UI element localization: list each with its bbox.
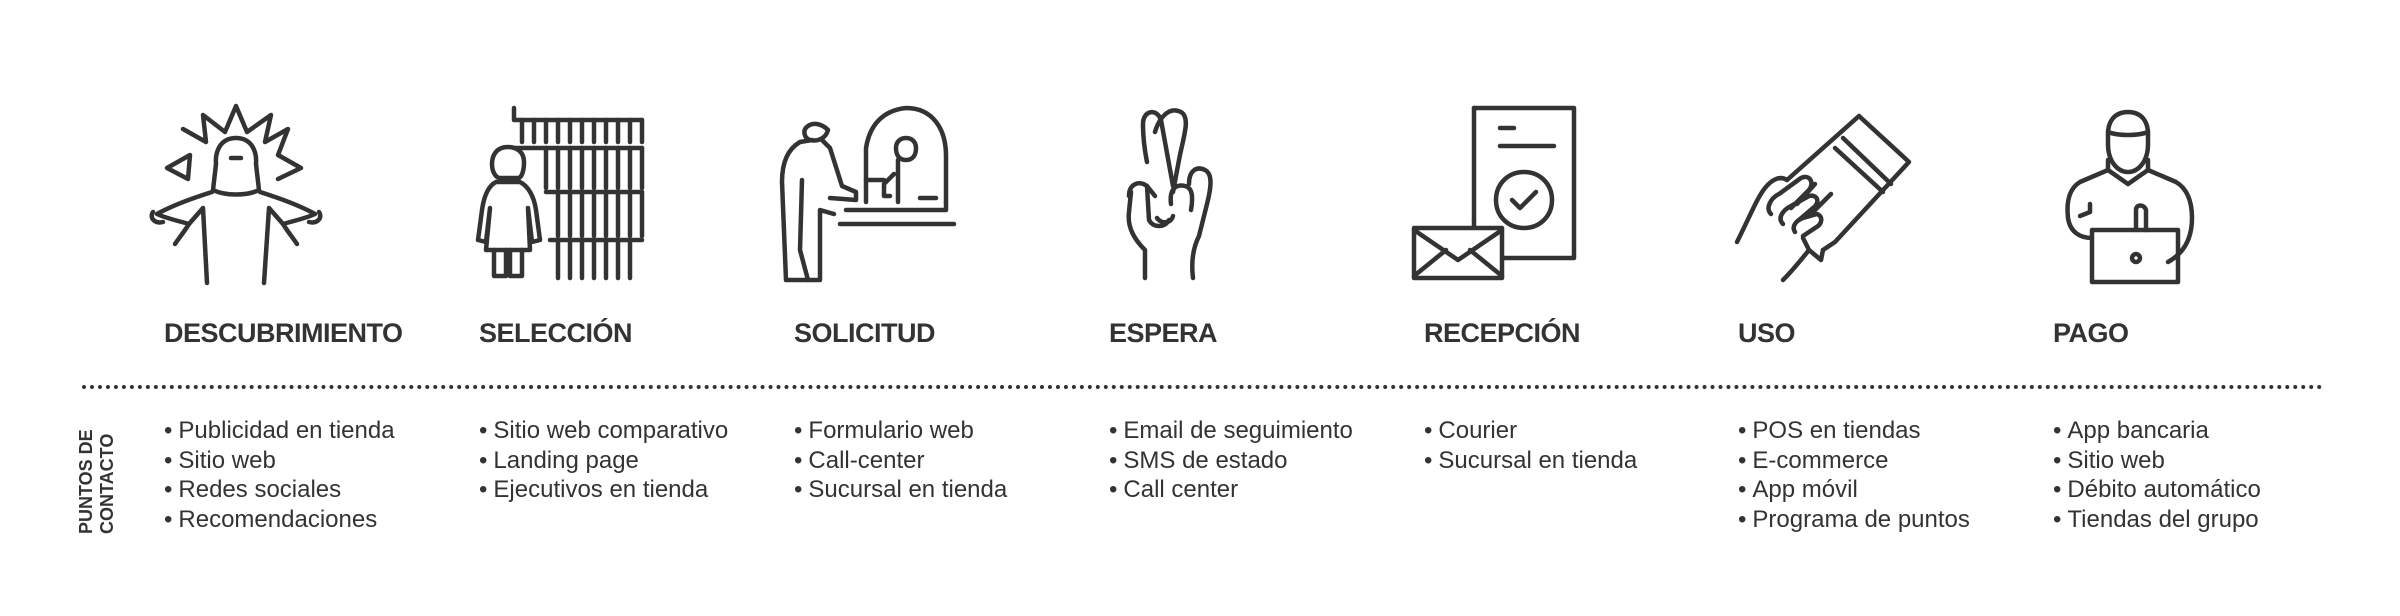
crossed-fingers-icon bbox=[1073, 100, 1273, 290]
touchpoint-item: Landing page bbox=[479, 446, 728, 476]
touchpoint-item: Sitio web comparativo bbox=[479, 416, 728, 446]
touchpoint-item: Recomendaciones bbox=[164, 505, 395, 535]
touchpoint-item: Call center bbox=[1109, 475, 1353, 505]
touchpoint-item: Sitio web bbox=[164, 446, 395, 476]
stage-title-espera: ESPERA bbox=[1109, 318, 1218, 348]
touchpoint-item: Courier bbox=[1424, 416, 1637, 446]
touchpoint-item: POS en tiendas bbox=[1738, 416, 1970, 446]
stage-title-solicitud: SOLICITUD bbox=[794, 318, 936, 348]
touchpoint-item: E-commerce bbox=[1738, 446, 1970, 476]
stage-title-pago: PAGO bbox=[2053, 318, 2129, 348]
touchpoint-item: App móvil bbox=[1738, 475, 1970, 505]
touchpoint-item: Tiendas del grupo bbox=[2053, 505, 2261, 535]
person-with-laptop-icon bbox=[2028, 100, 2228, 290]
stage-title-recepcion: RECEPCIÓN bbox=[1424, 318, 1581, 348]
touchpoint-list-seleccion: Sitio web comparativo Landing page Ejecu… bbox=[479, 416, 728, 505]
touchpoint-list-descubrimiento: Publicidad en tienda Sitio web Redes soc… bbox=[164, 416, 395, 535]
dotted-divider bbox=[82, 385, 2324, 389]
touchpoint-item: SMS de estado bbox=[1109, 446, 1353, 476]
touchpoint-item: Sitio web bbox=[2053, 446, 2261, 476]
touchpoint-item: Formulario web bbox=[794, 416, 1007, 446]
side-label-line2: CONTACTO bbox=[97, 433, 117, 534]
touchpoint-list-solicitud: Formulario web Call-center Sucursal en t… bbox=[794, 416, 1007, 505]
touchpoint-item: Redes sociales bbox=[164, 475, 395, 505]
touchpoint-list-espera: Email de seguimiento SMS de estado Call … bbox=[1109, 416, 1353, 505]
side-label-line1: PUNTOS DE bbox=[76, 429, 96, 534]
customer-at-counter-icon bbox=[760, 100, 960, 290]
touchpoint-item: Email de seguimiento bbox=[1109, 416, 1352, 446]
touchpoint-item: Sucursal en tienda bbox=[794, 475, 1007, 505]
touchpoint-list-recepcion: Courier Sucursal en tienda bbox=[1424, 416, 1637, 475]
touchpoint-list-pago: App bancaria Sitio web Débito automático… bbox=[2053, 416, 2261, 535]
touchpoint-item: Publicidad en tienda bbox=[164, 416, 394, 446]
touchpoint-item: Ejecutivos en tienda bbox=[479, 475, 728, 505]
envelope-document-check-icon bbox=[1398, 100, 1598, 290]
surprised-person-icon bbox=[133, 100, 333, 290]
hand-holding-card-icon bbox=[1713, 100, 1913, 290]
person-at-shelves-icon bbox=[448, 100, 648, 290]
stage-title-uso: USO bbox=[1738, 318, 1796, 348]
touchpoint-item: Call-center bbox=[794, 446, 1007, 476]
touchpoints-side-label: PUNTOS DE CONTACTO bbox=[76, 414, 122, 534]
touchpoint-item: Programa de puntos bbox=[1738, 505, 1969, 535]
stage-title-seleccion: SELECCIÓN bbox=[479, 318, 633, 348]
stage-title-descubrimiento: DESCUBRIMIENTO bbox=[164, 318, 403, 348]
touchpoint-list-uso: POS en tiendas E-commerce App móvil Prog… bbox=[1738, 416, 1970, 535]
touchpoint-item: Sucursal en tienda bbox=[1424, 446, 1637, 476]
touchpoint-item: App bancaria bbox=[2053, 416, 2261, 446]
touchpoint-item: Débito automático bbox=[2053, 475, 2260, 505]
